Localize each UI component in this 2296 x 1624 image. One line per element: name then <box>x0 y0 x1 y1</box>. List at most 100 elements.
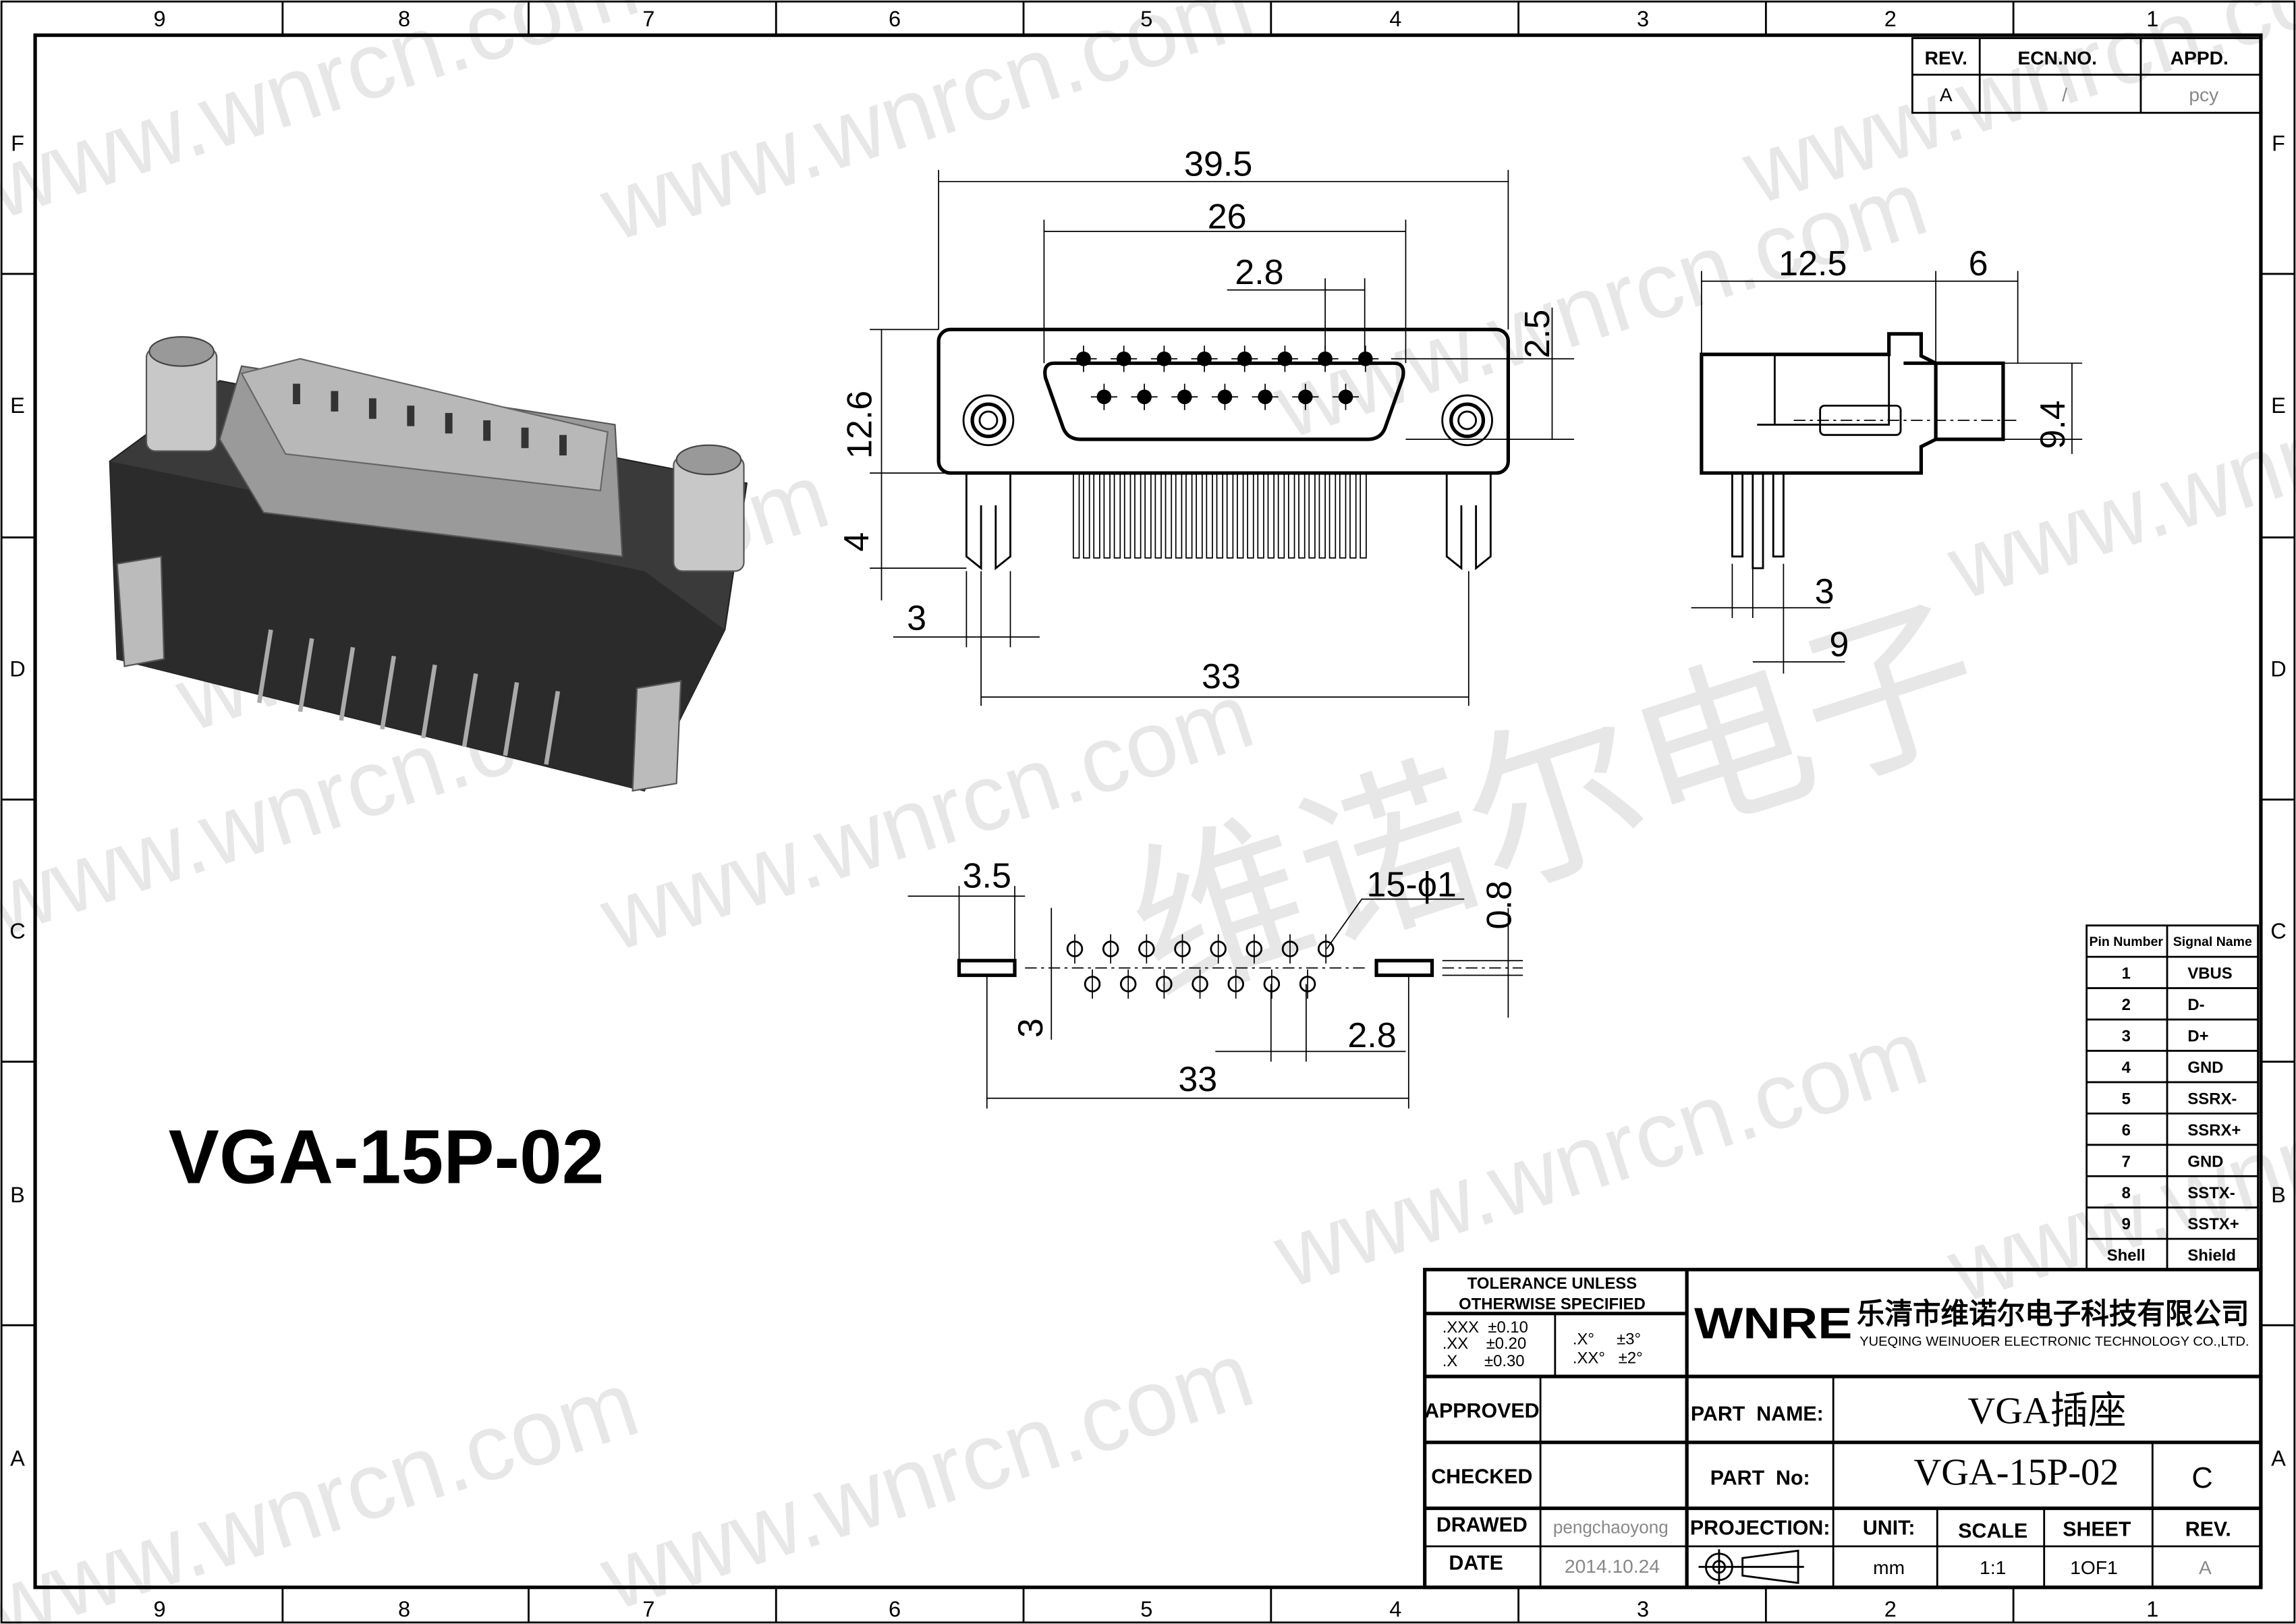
photo-pin <box>331 391 339 412</box>
pin-crosshair <box>1191 345 1218 372</box>
column-marker-top: 1 <box>2146 7 2158 31</box>
pin-tail <box>1237 472 1244 559</box>
model-label: VGA-15P-02 <box>169 1115 605 1200</box>
dim-height: 12.6 <box>840 391 879 459</box>
pin-tail <box>1257 472 1264 559</box>
unit-label: UNIT: <box>1863 1517 1915 1540</box>
photo-pin <box>445 413 453 434</box>
pin-tail <box>1339 472 1347 559</box>
pin-tail <box>1349 472 1357 559</box>
rev-header: REV. <box>1925 47 1967 69</box>
title-block: TOLERANCE UNLESS OTHERWISE SPECIFIED .XX… <box>1423 1268 2263 1590</box>
signal-name: SSRX- <box>2187 1090 2237 1108</box>
row-marker-left: C <box>9 919 26 943</box>
column-marker-top: 2 <box>1884 7 1897 31</box>
pin-crosshair <box>1090 383 1117 410</box>
pin-number: 1 <box>2122 965 2131 983</box>
pin-number: 7 <box>2122 1152 2131 1171</box>
front-view: 39.5 26 2.8 2.5 12.6 4 3 33 <box>837 145 1575 706</box>
pin-tail <box>1144 472 1152 559</box>
pin-tail <box>1247 472 1254 559</box>
pin-number: 2 <box>2122 996 2131 1014</box>
part-name-value: VGA插座 <box>1968 1391 2127 1432</box>
pin-tail <box>1113 472 1121 559</box>
pin-number: 4 <box>2122 1059 2131 1077</box>
photo-pin-tail <box>380 655 397 730</box>
company-name-en: YUEQING WEINUOER ELECTRONIC TECHNOLOGY C… <box>1859 1335 2249 1349</box>
column-marker-top: 4 <box>1389 7 1401 31</box>
photo-pin-tail <box>298 638 314 712</box>
row-marker-right: A <box>2271 1447 2286 1471</box>
rev-value: A <box>2199 1557 2212 1578</box>
photo-pin-tail <box>420 664 437 739</box>
tolerance-title-1: TOLERANCE UNLESS <box>1467 1275 1637 1293</box>
photo-pin <box>483 420 491 441</box>
pin-tail <box>1165 472 1173 559</box>
column-marker-top: 6 <box>889 7 901 31</box>
photo-pin <box>293 383 300 405</box>
dim-overall-width: 39.5 <box>1184 145 1252 184</box>
signal-name: SSTX+ <box>2187 1215 2239 1233</box>
sheet-label: SHEET <box>2063 1518 2131 1541</box>
pin-tail <box>1360 472 1367 559</box>
company-name-cn: 乐清市维诺尔电子科技有限公司 <box>1857 1298 2249 1331</box>
pin-crosshair <box>1070 345 1097 372</box>
pin-tail <box>1196 472 1203 559</box>
row-marker-left: B <box>10 1183 25 1207</box>
photo-pin-tail <box>339 646 356 721</box>
part-name-label: PART NAME: <box>1691 1402 1824 1425</box>
ecn-value: / <box>2062 84 2067 105</box>
column-marker-bottom: 8 <box>398 1597 410 1621</box>
dim-side-pin-pitch: 3 <box>1815 572 1835 611</box>
photo-pin-tail <box>461 673 478 748</box>
projection-label: PROJECTION: <box>1690 1517 1830 1540</box>
signal-name: Shield <box>2187 1247 2236 1265</box>
revision-table: REV. ECN.NO. APPD. A / pcy <box>1911 37 2262 114</box>
pcb-footprint-view: 3.5 15-ϕ1 0.8 3 2.8 33 <box>907 856 1523 1109</box>
pin-crosshair <box>1231 345 1258 372</box>
pin-tail <box>1185 472 1193 559</box>
pin-tail <box>1123 472 1131 559</box>
dim-fp-pitch: 2.8 <box>1347 1016 1396 1055</box>
scale-label: SCALE <box>1958 1519 2027 1542</box>
pin-number-header: Pin Number <box>2089 934 2163 949</box>
pin-crosshair <box>1171 383 1198 410</box>
side-view: 12.5 6 9.4 3 9 <box>1691 244 2083 674</box>
column-marker-bottom: 7 <box>642 1597 654 1621</box>
pin-number: 8 <box>2122 1184 2131 1202</box>
column-marker-bottom: 4 <box>1389 1597 1401 1621</box>
row-marker-left: D <box>9 657 26 681</box>
pin-crosshair <box>1252 383 1279 410</box>
tolerance-title-2: OTHERWISE SPECIFIED <box>1459 1295 1646 1313</box>
angular-x: .X° ±3° <box>1573 1330 1641 1348</box>
pin-crosshair <box>1271 345 1298 372</box>
pin-tail <box>1328 472 1337 559</box>
pin-tail <box>1216 472 1224 559</box>
appd-value: pcy <box>2189 84 2219 105</box>
row-marker-left: E <box>10 393 25 418</box>
signal-name: VBUS <box>2187 965 2232 983</box>
signal-name-header: Signal Name <box>2173 934 2252 949</box>
pin-crosshair <box>1111 345 1138 372</box>
signal-name: D- <box>2187 996 2204 1014</box>
photo-pin <box>559 435 567 456</box>
sheet-value: 1OF1 <box>2070 1557 2118 1578</box>
watermark-url: www.wnrcn.com <box>588 1322 1265 1624</box>
rev-label: REV. <box>2185 1518 2231 1541</box>
pin-tail <box>1175 472 1183 559</box>
column-marker-bottom: 5 <box>1140 1597 1152 1621</box>
pin-crosshair <box>1292 383 1319 410</box>
row-marker-right: C <box>2270 919 2287 943</box>
pin-tail <box>1226 472 1234 559</box>
dim-shell-width: 26 <box>1208 198 1247 237</box>
pin-number: 3 <box>2122 1028 2131 1046</box>
pin-tail <box>1308 472 1316 559</box>
dim-pin-pitch: 2.8 <box>1235 253 1283 292</box>
tolerance-xx: .XX ±0.20 <box>1443 1335 1527 1353</box>
pin-crosshair <box>1352 345 1379 372</box>
watermark-chinese: 维诺尔电子 <box>1108 573 2004 1032</box>
dim-pad-width: 3.5 <box>963 856 1011 895</box>
signal-name: GND <box>2187 1059 2223 1077</box>
